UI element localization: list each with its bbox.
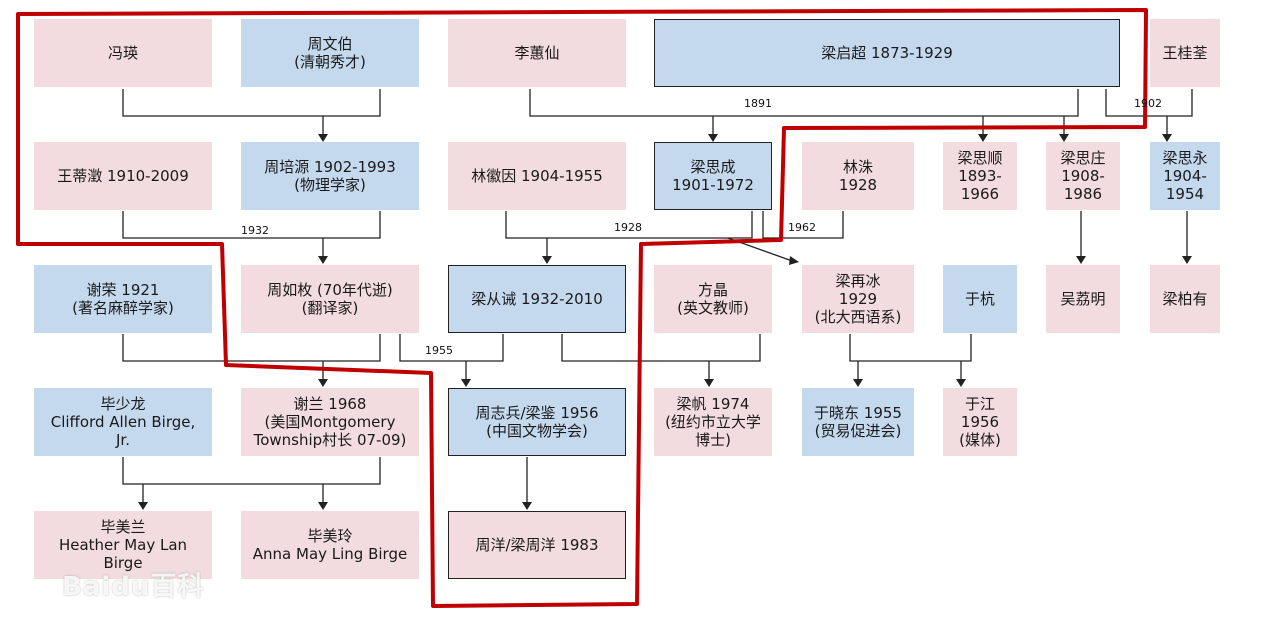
person-lin-huiyin: 林徽因 1904-1955 bbox=[448, 142, 626, 210]
person-label: 梁思永 1904- 1954 bbox=[1162, 149, 1208, 203]
marriage-line bbox=[561, 334, 761, 362]
person-wang-guiquan: 王桂荃 bbox=[1150, 19, 1220, 87]
arrow-head bbox=[461, 379, 471, 387]
person-label: 李蕙仙 bbox=[514, 44, 560, 62]
person-liang-qichao: 梁启超 1873-1929 bbox=[654, 19, 1120, 87]
person-li-huixian: 李蕙仙 bbox=[448, 19, 626, 87]
person-label: 周志兵/梁鉴 1956 (中国文物学会) bbox=[475, 404, 599, 440]
arrow-head bbox=[318, 256, 328, 264]
arrow-head bbox=[1182, 256, 1192, 264]
marriage-year-1955: 1955 bbox=[425, 344, 453, 357]
person-bi-meilan: 毕美兰 Heather May Lan Birge bbox=[34, 511, 212, 579]
person-label: 谢兰 1968 (美国Montgomery Township村长 07-09) bbox=[253, 395, 407, 449]
marriage-year-1891: 1891 bbox=[744, 97, 772, 110]
marriage-line bbox=[505, 211, 753, 239]
person-label: 周洋/梁周洋 1983 bbox=[475, 536, 599, 554]
person-label: 梁思成 1901-1972 bbox=[672, 158, 754, 194]
person-label: 梁柏有 bbox=[1162, 290, 1208, 308]
person-zhou-rumei: 周如枚 (70年代逝) (翻译家) bbox=[241, 265, 419, 333]
arrow-head bbox=[318, 379, 328, 387]
highlight-outline bbox=[16, 8, 1148, 608]
marriage-year-1928: 1928 bbox=[614, 221, 642, 234]
person-label: 方晶 (英文教师) bbox=[677, 281, 749, 317]
person-label: 于晓东 1955 (贸易促进会) bbox=[814, 404, 902, 440]
person-label: 谢荣 1921 (著名麻醉学家) bbox=[72, 281, 174, 317]
arrow-head bbox=[1162, 134, 1172, 142]
person-xie-lan: 谢兰 1968 (美国Montgomery Township村长 07-09) bbox=[241, 388, 419, 456]
person-label: 吴荔明 bbox=[1060, 290, 1106, 308]
person-label: 毕美玲 Anna May Ling Birge bbox=[252, 527, 408, 563]
marriage-line bbox=[529, 89, 1079, 117]
person-label: 梁再冰 1929 (北大西语系) bbox=[814, 272, 902, 326]
marriage-line bbox=[122, 211, 381, 239]
marriage-line bbox=[849, 334, 972, 362]
arrow-head bbox=[318, 134, 328, 142]
arrow-head bbox=[138, 502, 148, 510]
person-bi-shaolong: 毕少龙 Clifford Allen Birge, Jr. bbox=[34, 388, 212, 456]
person-liang-sishun: 梁思顺 1893- 1966 bbox=[943, 142, 1017, 210]
person-wu-liming: 吴荔明 bbox=[1046, 265, 1120, 333]
person-label: 毕少龙 Clifford Allen Birge, Jr. bbox=[50, 395, 196, 449]
person-wang-diwei: 王蒂澂 1910-2009 bbox=[34, 142, 212, 210]
person-liang-sizhuang: 梁思庄 1908- 1986 bbox=[1046, 142, 1120, 210]
person-xie-rong: 谢荣 1921 (著名麻醉学家) bbox=[34, 265, 212, 333]
person-liang-fan: 梁帆 1974 (纽约市立大学 博士) bbox=[654, 388, 772, 456]
person-label: 王蒂澂 1910-2009 bbox=[57, 167, 189, 185]
person-label: 梁启超 1873-1929 bbox=[821, 44, 953, 62]
person-liang-sicheng: 梁思成 1901-1972 bbox=[654, 142, 772, 210]
person-yu-jiang: 于江 1956 (媒体) bbox=[943, 388, 1017, 456]
arrow-head bbox=[708, 134, 718, 142]
person-label: 于杭 bbox=[964, 290, 995, 308]
arrow-head bbox=[789, 256, 799, 265]
marriage-line bbox=[122, 89, 381, 117]
person-label: 梁帆 1974 (纽约市立大学 博士) bbox=[665, 395, 761, 449]
person-yu-hang: 于杭 bbox=[943, 265, 1017, 333]
arrow-head bbox=[978, 134, 988, 142]
person-liang-zaibing: 梁再冰 1929 (北大西语系) bbox=[802, 265, 914, 333]
arrow-head bbox=[1076, 256, 1086, 264]
person-liang-congjie: 梁从诫 1932-2010 bbox=[448, 265, 626, 333]
person-label: 梁思庄 1908- 1986 bbox=[1060, 149, 1106, 203]
person-label: 毕美兰 Heather May Lan Birge bbox=[58, 518, 188, 572]
person-liang-baiyou: 梁柏有 bbox=[1150, 265, 1220, 333]
person-zhou-peiyuan: 周培源 1902-1993 (物理学家) bbox=[241, 142, 419, 210]
marriage-line bbox=[1105, 89, 1193, 117]
person-label: 周文伯 (清朝秀才) bbox=[294, 35, 366, 71]
person-label: 王桂荃 bbox=[1162, 44, 1208, 62]
person-zhou-zhibing: 周志兵/梁鉴 1956 (中国文物学会) bbox=[448, 388, 626, 456]
person-zhou-wenbo: 周文伯 (清朝秀才) bbox=[241, 19, 419, 87]
person-label: 梁思顺 1893- 1966 bbox=[957, 149, 1003, 203]
person-feng-ying: 冯瑛 bbox=[34, 19, 212, 87]
person-label: 林徽因 1904-1955 bbox=[471, 167, 603, 185]
marriage-year-1932: 1932 bbox=[241, 224, 269, 237]
person-label: 周如枚 (70年代逝) (翻译家) bbox=[267, 281, 393, 317]
person-bi-meiling: 毕美玲 Anna May Ling Birge bbox=[241, 511, 419, 579]
marriage-line bbox=[122, 334, 381, 362]
arrow-head bbox=[1059, 134, 1069, 142]
arrow-head bbox=[704, 379, 714, 387]
marriage-year-1902: 1902 bbox=[1134, 97, 1162, 110]
marriage-year-1962: 1962 bbox=[788, 221, 816, 234]
person-lin-zhu: 林洙 1928 bbox=[802, 142, 914, 210]
arrow-head bbox=[542, 256, 552, 264]
person-label: 冯瑛 bbox=[107, 44, 138, 62]
person-zhou-yang: 周洋/梁周洋 1983 bbox=[448, 511, 626, 579]
person-yu-xiaodong: 于晓东 1955 (贸易促进会) bbox=[802, 388, 914, 456]
arrow-head bbox=[522, 502, 532, 510]
person-label: 林洙 1928 bbox=[838, 158, 878, 194]
person-liang-siyong: 梁思永 1904- 1954 bbox=[1150, 142, 1220, 210]
person-label: 梁从诫 1932-2010 bbox=[471, 290, 603, 308]
arrow-head bbox=[318, 502, 328, 510]
person-label: 周培源 1902-1993 (物理学家) bbox=[264, 158, 396, 194]
arrow-head bbox=[853, 379, 863, 387]
marriage-line bbox=[399, 334, 504, 362]
baidu-watermark: Baidu百科 bbox=[62, 572, 205, 602]
marriage-line bbox=[762, 211, 844, 239]
person-fang-jing: 方晶 (英文教师) bbox=[654, 265, 772, 333]
person-label: 于江 1956 (媒体) bbox=[959, 395, 1001, 449]
marriage-line bbox=[122, 457, 381, 485]
arrow-head bbox=[956, 379, 966, 387]
